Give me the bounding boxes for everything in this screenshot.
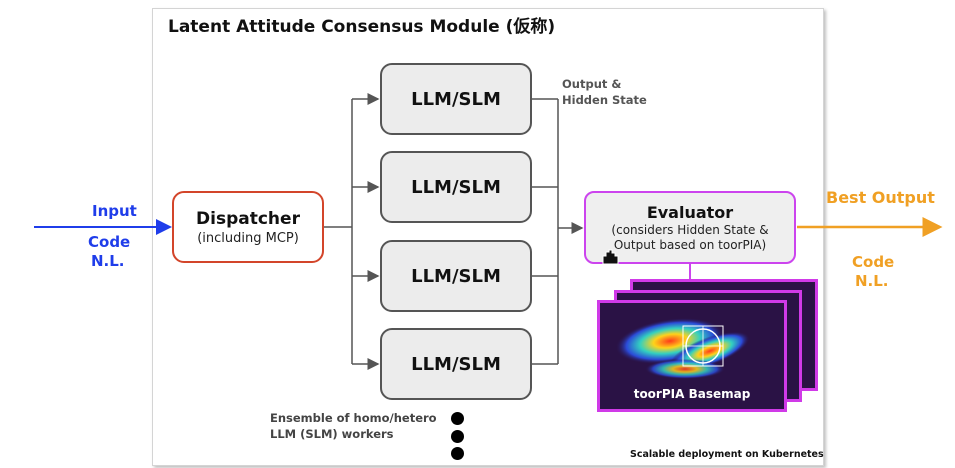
worker-node: LLM/SLM <box>380 63 532 135</box>
hand-cursor-icon <box>602 249 619 265</box>
best-output-label: Best Output <box>826 188 935 207</box>
dispatcher-title: Dispatcher <box>196 208 300 229</box>
dispatcher-subtitle: (including MCP) <box>197 230 299 246</box>
worker-node: LLM/SLM <box>380 328 532 400</box>
basemap-label: toorPIA Basemap <box>633 387 751 401</box>
output-hidden-state-note: Output & Hidden State <box>562 77 647 107</box>
output-code-label: Code <box>852 253 895 271</box>
input-nl-label: N.L. <box>91 252 125 270</box>
evaluator-desc-line1: (considers Hidden State & <box>611 223 769 237</box>
basemap-card-front: toorPIA Basemap <box>597 300 787 412</box>
deployment-note: Scalable deployment on Kubernetes <box>630 449 824 460</box>
evaluator-node: Evaluator (considers Hidden State & Outp… <box>584 191 796 264</box>
heatmap-image <box>615 317 750 379</box>
diagram-title: Latent Attitude Consensus Module (仮称) <box>168 17 556 37</box>
output-nl-label: N.L. <box>855 272 889 290</box>
ensemble-note: Ensemble of homo/hetero LLM (SLM) worker… <box>270 411 437 441</box>
input-label: Input <box>92 202 137 220</box>
input-code-label: Code <box>88 233 131 251</box>
ellipsis-dot <box>451 430 464 443</box>
evaluator-title: Evaluator <box>646 203 734 222</box>
evaluator-desc-line2: Output based on toorPIA) <box>613 238 767 252</box>
dispatcher-node: Dispatcher (including MCP) <box>172 191 324 263</box>
ellipsis-dot <box>451 412 464 425</box>
worker-node: LLM/SLM <box>380 151 532 223</box>
worker-node: LLM/SLM <box>380 240 532 312</box>
ellipsis-dot <box>451 447 464 460</box>
